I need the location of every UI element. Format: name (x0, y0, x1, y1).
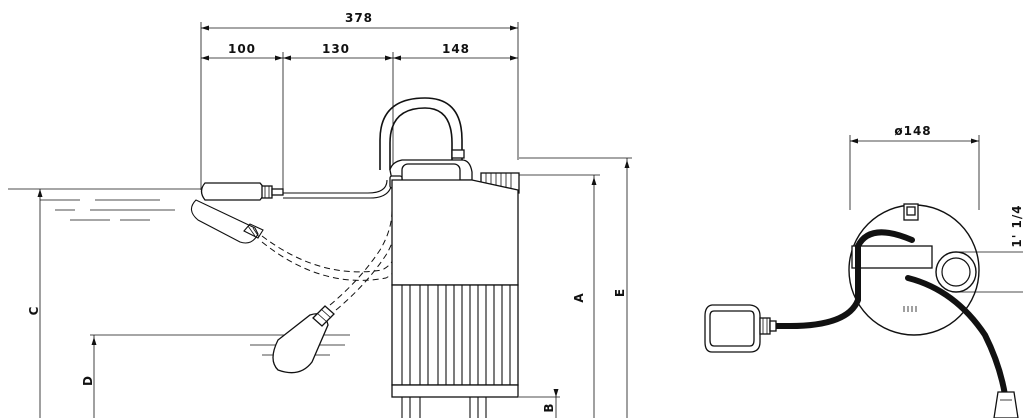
dimension-cable-span: 130 (322, 42, 350, 56)
top-view: ø148 1' 1/4 (704, 124, 1023, 418)
power-plug (993, 391, 1019, 418)
dimension-float-offset: 100 (228, 42, 256, 56)
height-dimension-a: A (519, 174, 600, 418)
label-d: D (81, 376, 95, 386)
dimension-diameter: ø148 (894, 124, 931, 138)
dimension-overall-width: 378 (345, 11, 373, 25)
label-b: B (542, 403, 556, 412)
label-c: C (27, 306, 41, 315)
label-a: A (572, 293, 586, 303)
float-cable-black (772, 229, 915, 329)
dimension-body-width: 148 (442, 42, 470, 56)
top-dimension-chain: 378 100 130 148 (200, 11, 519, 190)
pump-body (379, 97, 520, 418)
float-switch-top (704, 304, 777, 353)
float-switch-down (272, 209, 399, 374)
height-dimension-e: E (519, 157, 632, 418)
dimension-outlet-size: 1' 1/4 (1010, 204, 1023, 247)
float-switch-up (200, 179, 393, 201)
height-dimension-c: C (27, 189, 43, 418)
power-cable-black (905, 275, 1008, 398)
label-e: E (613, 289, 627, 297)
height-dimension-d: D (81, 335, 97, 418)
water-level-high (8, 188, 205, 221)
height-dimension-b: B (519, 389, 560, 418)
